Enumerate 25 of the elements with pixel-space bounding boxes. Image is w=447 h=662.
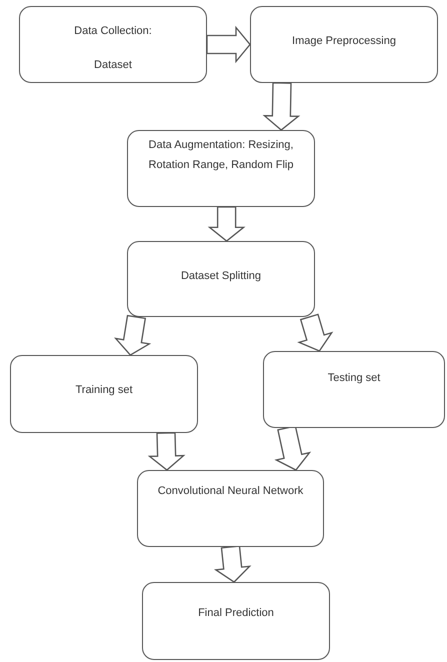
box-subtitle: Dataset bbox=[94, 58, 132, 73]
process-box bbox=[137, 470, 324, 547]
block-arrow bbox=[214, 545, 252, 583]
process-box bbox=[10, 355, 198, 433]
box-label: Convolutional Neural Network bbox=[158, 484, 304, 499]
box-label: Dataset Splitting bbox=[180, 269, 262, 284]
process-box bbox=[142, 582, 330, 660]
process-box bbox=[19, 6, 207, 83]
box-label: Data Collection: bbox=[74, 24, 152, 39]
box-label: Data Augmentation: Resizing, Rotation Range, Random Flip bbox=[148, 138, 294, 173]
box-label: Training set bbox=[75, 383, 133, 398]
process-box bbox=[263, 351, 445, 428]
block-arrow bbox=[114, 314, 152, 356]
box-label: Final Prediction bbox=[198, 606, 274, 621]
block-arrow bbox=[208, 206, 246, 242]
block-arrow bbox=[148, 432, 186, 471]
process-box bbox=[127, 241, 315, 317]
box-label: Testing set bbox=[328, 371, 380, 386]
process-box bbox=[250, 6, 438, 83]
block-arrow bbox=[262, 82, 300, 131]
box-label: Image Preprocessing bbox=[292, 34, 396, 49]
block-arrow bbox=[297, 314, 334, 352]
process-box bbox=[127, 130, 315, 207]
block-arrow bbox=[206, 26, 251, 64]
block-arrow bbox=[274, 425, 312, 471]
